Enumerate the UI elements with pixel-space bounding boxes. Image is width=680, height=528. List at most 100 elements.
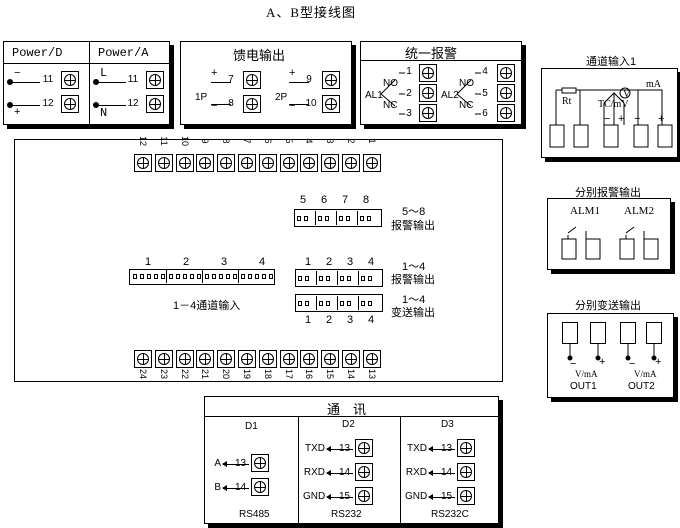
terminal-8: 8: [228, 98, 234, 109]
rs232-label: RS232: [331, 509, 362, 520]
connector-pin: [154, 274, 158, 279]
terminal-number: 12: [138, 135, 148, 146]
comm-terminal-number: 13: [339, 443, 351, 454]
terminal-9: 9: [306, 74, 312, 85]
tc-label: TC/mV: [598, 99, 629, 110]
screw-terminal: [134, 350, 152, 368]
terminal-number: 17: [283, 368, 294, 379]
feed-plus-1: +: [211, 67, 218, 79]
screw-terminal: [322, 71, 340, 89]
out1-va: V/mA: [575, 369, 598, 379]
arrow-left-icon: [326, 494, 331, 500]
power-d-plus: +: [14, 106, 21, 118]
screw-terminal: [497, 64, 515, 82]
screw-terminal: [562, 322, 578, 344]
connector-pin: [269, 274, 273, 279]
terminal-cell: 2: [341, 136, 361, 176]
connector-pin: [368, 276, 372, 281]
connector-divider: [316, 271, 317, 285]
terminal-5: 5: [482, 88, 488, 99]
terminal-3: 3: [406, 108, 412, 119]
terminal-number: 2: [346, 138, 356, 144]
comm-terminal-number: 14: [339, 467, 351, 478]
channel-input-1-title: 通道输入1: [586, 56, 637, 68]
terminal-7: 7: [228, 74, 234, 85]
connector-number: 4: [368, 256, 375, 268]
connector-pin: [298, 301, 302, 306]
connector-pin: [241, 274, 245, 279]
connector-number: 8: [363, 194, 370, 206]
screw-terminal: [620, 322, 636, 344]
connector-pin: [347, 276, 351, 281]
connector-pin: [169, 274, 173, 279]
arrow-left-icon: [428, 446, 433, 452]
connector-pin: [233, 274, 237, 279]
connector-pin: [361, 301, 365, 306]
screw-terminal: [243, 95, 261, 113]
connector-pin: [212, 274, 216, 279]
connector-pin: [326, 276, 330, 281]
connector-number: 1: [305, 314, 312, 326]
connector-number: 4: [368, 314, 375, 326]
rt-label: Rt: [562, 96, 572, 107]
feed-1p: 1P: [195, 92, 208, 103]
screw-terminal: [146, 71, 164, 89]
terminal-cell: 18: [258, 348, 278, 388]
terminal-number: 15: [325, 368, 336, 379]
connector-divider: [315, 211, 316, 225]
terminal-cell: 19: [237, 348, 257, 388]
comm-terminal-number: 13: [235, 458, 247, 469]
connector-divider: [238, 269, 239, 283]
screw-terminal: [196, 350, 215, 368]
alarm-5-8-connector: [294, 209, 382, 227]
comm-wire: [429, 473, 455, 474]
screw-terminal: [279, 350, 298, 368]
terminal-number: 4: [304, 138, 315, 144]
comm-signal: TXD: [407, 443, 427, 454]
connector-pin: [219, 274, 223, 279]
terminal-11: 11: [127, 74, 139, 85]
screw-terminal: [322, 95, 340, 113]
comm-wire: [327, 449, 353, 450]
screw-terminal: [238, 154, 256, 172]
terminal-number: 16: [304, 368, 315, 379]
comm-title: 通 讯: [327, 402, 367, 417]
screw-terminal: [419, 64, 437, 82]
channel-input-label: 1－4通道输入: [173, 300, 241, 312]
terminal-cell: 12: [133, 136, 153, 176]
transmit-range: 1～4: [402, 294, 426, 306]
comm-wire: [223, 488, 249, 489]
screw-terminal: [342, 154, 360, 172]
connector-pin: [319, 301, 323, 306]
screw-terminal: [175, 350, 194, 368]
screw-terminal: [217, 154, 236, 172]
arrow-left-icon: [428, 470, 433, 476]
connector-pin: [318, 216, 322, 221]
screw-terminal: [419, 104, 437, 122]
ma-minus: −: [634, 113, 641, 125]
comm-signal: TXD: [305, 443, 325, 454]
screw-terminal: [243, 71, 261, 89]
screw-terminal: [300, 154, 319, 172]
connector-pin: [368, 301, 372, 306]
comm-wire: [429, 449, 455, 450]
comm-signal: A: [214, 458, 221, 469]
no-label: NO: [459, 78, 474, 89]
terminal-number: 1: [366, 138, 377, 144]
terminal-cell: 15: [320, 348, 340, 388]
terminal-number: 20: [221, 368, 232, 379]
comm-terminal-number: 15: [441, 491, 453, 502]
out2-va: V/mA: [634, 369, 657, 379]
connector-pin: [360, 216, 364, 221]
alarm-1-4-range: 1～4: [402, 261, 426, 273]
out1-label: OUT1: [570, 381, 597, 392]
page-title: A、B型接线图: [266, 5, 357, 20]
alarm-1-4-label: 报警输出: [391, 274, 435, 286]
screw-terminal: [251, 454, 269, 472]
screw-terminal: [590, 322, 606, 344]
connector-pin: [140, 274, 144, 279]
power-a-label: Power/A: [98, 46, 149, 60]
connector-pin: [325, 216, 329, 221]
connector-number: 2: [326, 256, 333, 268]
